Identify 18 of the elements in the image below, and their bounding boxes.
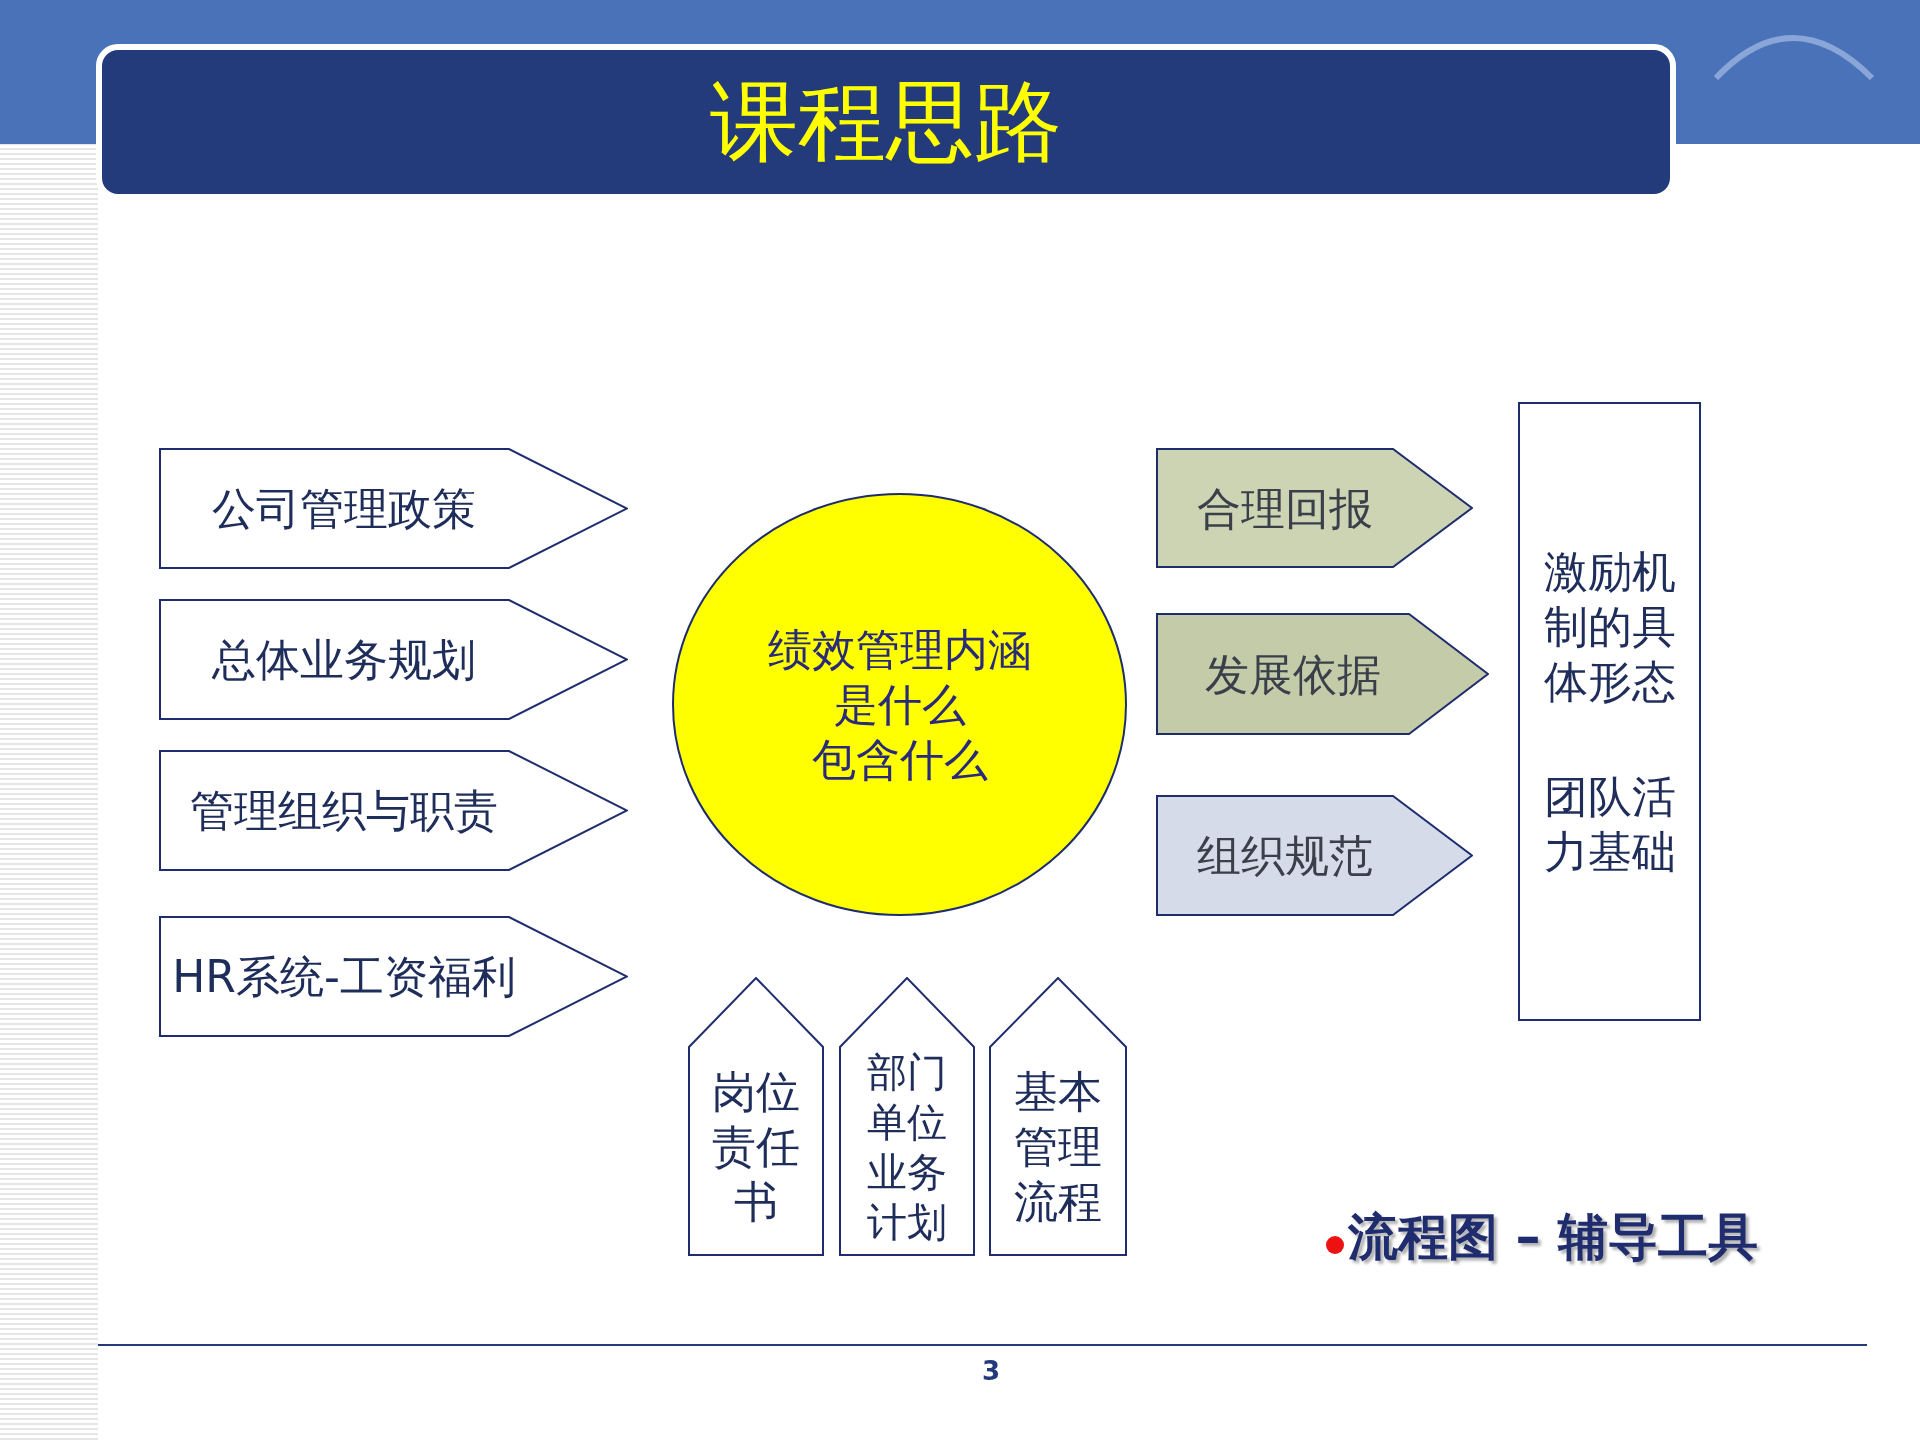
node-text: 部门单位业务计划 (866, 1047, 948, 1247)
page-number: 3 (982, 1355, 1001, 1388)
node-text: 总体业务规划 (212, 633, 476, 687)
node-text: 公司管理政策 (212, 482, 476, 536)
note-text: 流程图 – 辅导工具 (1348, 1207, 1758, 1268)
node-text: 激励机制的具体形态 (1542, 545, 1677, 709)
node-text: 管理组织与职责 (190, 784, 498, 838)
node-text: 基本管理流程 (1013, 1065, 1103, 1229)
node-text: 组织规范 (1196, 829, 1373, 883)
node-text: 绩效管理内涵 (767, 623, 1032, 677)
node-text: 包含什么 (811, 733, 988, 787)
node-text: 团队活力基础 (1542, 770, 1677, 879)
node-text: 合理回报 (1196, 481, 1373, 536)
node-text: 岗位责任书 (711, 1065, 801, 1229)
node-text: 发展依据 (1204, 647, 1381, 702)
title: 课程思路 (710, 78, 1062, 166)
node-text: HR系统-工资福利 (172, 950, 516, 1004)
node-text: 是什么 (833, 678, 966, 732)
